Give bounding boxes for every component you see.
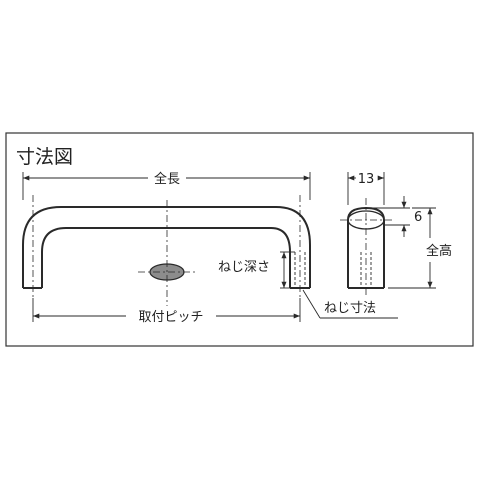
- thread-size-leader: [302, 289, 398, 319]
- overall-height-label: 全高: [426, 243, 452, 259]
- mounting-pitch-label: 取付ピッチ: [138, 310, 203, 325]
- handle-front-view: [22, 195, 311, 298]
- overall-height-dimension: [388, 207, 436, 289]
- thread-size-label: ねじ寸法: [324, 301, 376, 316]
- handle-side-view: [340, 198, 392, 298]
- overall-length-label: 全長: [154, 171, 180, 187]
- mounting-hole: [138, 200, 196, 306]
- drawing-title: 寸法図: [16, 146, 73, 168]
- thread-depth-label: ねじ深さ: [218, 260, 270, 275]
- end-dimension: [370, 196, 410, 237]
- width-value: 13: [358, 172, 375, 187]
- width-dimension: [347, 172, 385, 205]
- end-value: 6: [414, 210, 422, 225]
- thread-depth-dimension: [280, 251, 295, 289]
- drawing-frame: [5, 132, 474, 347]
- mounting-pitch-dimension: [32, 298, 301, 322]
- overall-length-dimension: [22, 172, 311, 200]
